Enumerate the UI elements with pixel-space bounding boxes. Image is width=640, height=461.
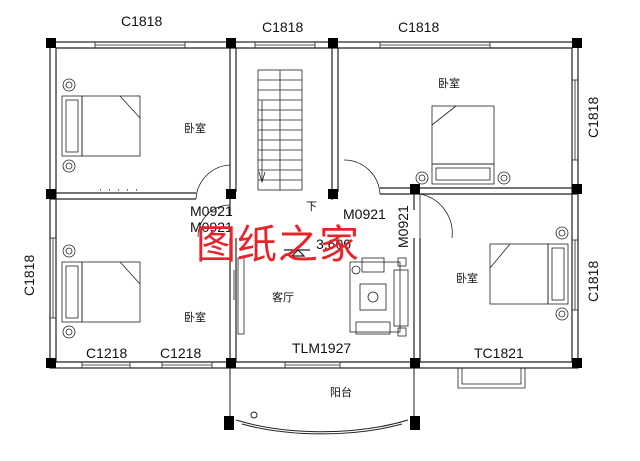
sofa-set (233, 257, 409, 337)
label-sliding-door: TLM1927 (292, 340, 352, 356)
bay-window (457, 368, 526, 389)
balcony (229, 368, 415, 435)
label-window-top-middle: C1818 (262, 19, 304, 35)
label-window-bottom-left-2: C1218 (160, 345, 202, 361)
label-window-bottom-right: TC1821 (474, 345, 524, 361)
structural-columns (46, 38, 582, 430)
label-door-1: M0921 (190, 203, 233, 219)
room-bedroom-bottom-right: 卧室 (456, 272, 478, 285)
staircase (257, 69, 303, 191)
door-swing-2 (197, 204, 231, 238)
room-balcony: 阳台 (330, 386, 352, 399)
label-stair-down: 下 (306, 200, 317, 213)
label-elevation: 3.600 (316, 236, 352, 252)
label-door-4: M0921 (395, 205, 411, 248)
label-window-top-right: C1818 (398, 19, 440, 35)
label-door-3: M0921 (343, 206, 386, 222)
door-swing-1 (195, 164, 231, 200)
label-window-right-upper: C1818 (585, 96, 601, 138)
bed-top-left (61, 78, 141, 173)
label-window-bottom-left-1: C1218 (86, 345, 128, 361)
bed-top-right (415, 105, 511, 185)
room-bedroom-top-left: 卧室 (184, 122, 206, 135)
room-bedroom-top-right: 卧室 (438, 77, 460, 90)
label-door-2: M0921 (190, 219, 233, 235)
door-swing-4 (419, 193, 453, 239)
door-swing-3 (343, 159, 381, 195)
label-window-right-lower: C1818 (585, 260, 601, 302)
label-window-left: C1818 (21, 254, 37, 296)
watermark-text: 图纸之家 (196, 222, 360, 268)
label-window-top-left: C1818 (121, 13, 163, 29)
bed-bottom-left (61, 244, 141, 339)
bed-bottom-right (489, 226, 569, 321)
room-living-room: 客厅 (272, 291, 294, 304)
elevation-marker (290, 249, 306, 257)
room-bedroom-bottom-left: 卧室 (184, 311, 206, 324)
